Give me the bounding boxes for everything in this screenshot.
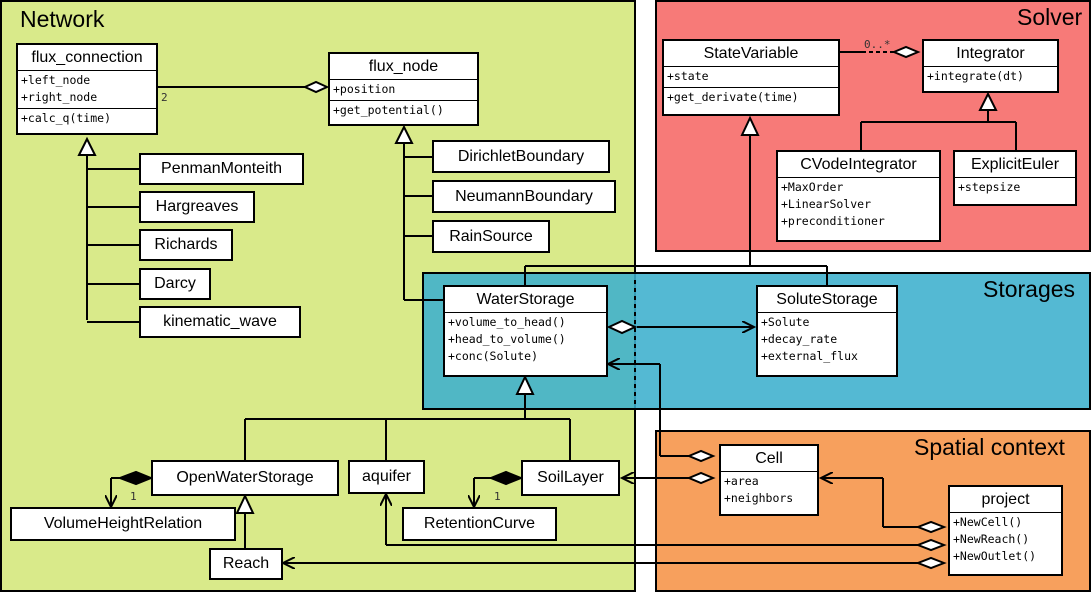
class-retentioncurve: RetentionCurve xyxy=(402,507,557,541)
class-expliciteuler: ExplicitEuler +stepsize xyxy=(953,150,1077,206)
class-aquifer: aquifer xyxy=(348,460,425,494)
multiplicity-label: 1 xyxy=(494,490,501,503)
attribute: +stepsize xyxy=(958,180,1021,194)
methods-section: +integrate(dt) xyxy=(924,66,1057,87)
class-name: WaterStorage xyxy=(476,291,575,308)
class-neumannboundary: NeumannBoundary xyxy=(432,180,616,213)
class-rainsource: RainSource xyxy=(432,220,550,253)
class-cell: Cell +area +neighbors xyxy=(719,444,819,516)
attributes-section: +Solute +decay_rate +external_flux xyxy=(758,312,896,367)
attributes-section: +state xyxy=(664,66,838,87)
class-reach: Reach xyxy=(209,548,283,580)
class-project: project +NewCell() +NewReach() +NewOutle… xyxy=(948,485,1063,576)
multiplicity-label: 0..* xyxy=(864,38,891,51)
storages-title: Storages xyxy=(983,276,1076,302)
attribute: +left_node xyxy=(21,73,91,87)
methods-section: +calc_q(time) xyxy=(18,108,156,129)
class-name: StateVariable xyxy=(703,45,799,62)
spatial-title: Spatial context xyxy=(914,434,1065,460)
class-name: Integrator xyxy=(956,45,1025,62)
class-waterstorage: WaterStorage +volume_to_head() +head_to_… xyxy=(443,285,608,377)
solver-title: Solver xyxy=(1017,4,1083,30)
class-name: flux_node xyxy=(368,58,439,75)
attribute: +NewReach() xyxy=(953,532,1030,546)
attribute: +head_to_volume() xyxy=(448,332,566,346)
attribute: +conc(Solute) xyxy=(448,349,539,363)
class-soillayer: SoilLayer xyxy=(521,460,620,496)
attribute: +NewCell() xyxy=(953,515,1023,529)
attribute: +external_flux xyxy=(761,349,858,363)
attribute: +MaxOrder xyxy=(781,180,844,194)
method: +get_derivate(time) xyxy=(667,90,799,104)
method: +get_potential() xyxy=(333,103,444,117)
attribute: +NewOutlet() xyxy=(953,549,1037,563)
class-darcy: Darcy xyxy=(139,268,211,300)
attributes-section: +NewCell() +NewReach() +NewOutlet() xyxy=(950,512,1061,567)
attributes-section: +position xyxy=(330,79,477,100)
class-name: CVodeIntegrator xyxy=(800,156,917,173)
class-flux-connection: flux_connection +left_node +right_node +… xyxy=(16,43,158,135)
multiplicity-label: 1 xyxy=(130,490,137,503)
attributes-section: +stepsize xyxy=(955,177,1075,198)
attribute: +area xyxy=(724,474,759,488)
method: +calc_q(time) xyxy=(21,111,112,125)
multiplicity-label: 2 xyxy=(161,91,168,104)
class-flux-node: flux_node +position +get_potential() xyxy=(328,52,479,126)
methods-section: +get_derivate(time) xyxy=(664,87,838,108)
class-statevariable: StateVariable +state +get_derivate(time) xyxy=(662,39,840,116)
attribute: +volume_to_head() xyxy=(448,315,566,329)
attributes-section: +area +neighbors xyxy=(721,471,817,509)
class-name: flux_connection xyxy=(31,49,143,66)
attributes-section: +left_node +right_node xyxy=(18,70,156,108)
attribute: +Solute xyxy=(761,315,810,329)
attribute: +decay_rate xyxy=(761,332,838,346)
attribute: +state xyxy=(667,69,709,83)
method: +integrate(dt) xyxy=(927,69,1024,83)
class-dirichletboundary: DirichletBoundary xyxy=(432,140,610,173)
class-name: Cell xyxy=(755,450,783,467)
attribute: +preconditioner xyxy=(781,214,885,228)
attribute: +LinearSolver xyxy=(781,197,872,211)
class-name: SoluteStorage xyxy=(776,291,878,308)
class-integrator: Integrator +integrate(dt) xyxy=(922,39,1059,93)
class-solutestorage: SoluteStorage +Solute +decay_rate +exter… xyxy=(756,285,898,377)
network-title: Network xyxy=(20,6,105,32)
attributes-section: +volume_to_head() +head_to_volume() +con… xyxy=(445,312,606,367)
class-openwaterstorage: OpenWaterStorage xyxy=(151,460,339,496)
class-volumeheightrelation: VolumeHeightRelation xyxy=(10,507,236,541)
attribute: +right_node xyxy=(21,90,98,104)
methods-section: +get_potential() xyxy=(330,100,477,121)
class-richards: Richards xyxy=(139,229,233,261)
class-cvodeintegrator: CVodeIntegrator +MaxOrder +LinearSolver … xyxy=(776,150,941,242)
class-penmanmonteith: PenmanMonteith xyxy=(139,153,304,185)
class-kinematic-wave: kinematic_wave xyxy=(139,306,301,338)
attribute: +neighbors xyxy=(724,491,794,505)
attributes-section: +MaxOrder +LinearSolver +preconditioner xyxy=(778,177,939,232)
class-name: project xyxy=(981,491,1030,508)
attribute: +position xyxy=(333,82,396,96)
class-name: ExplicitEuler xyxy=(970,156,1060,173)
class-hargreaves: Hargreaves xyxy=(139,191,255,223)
